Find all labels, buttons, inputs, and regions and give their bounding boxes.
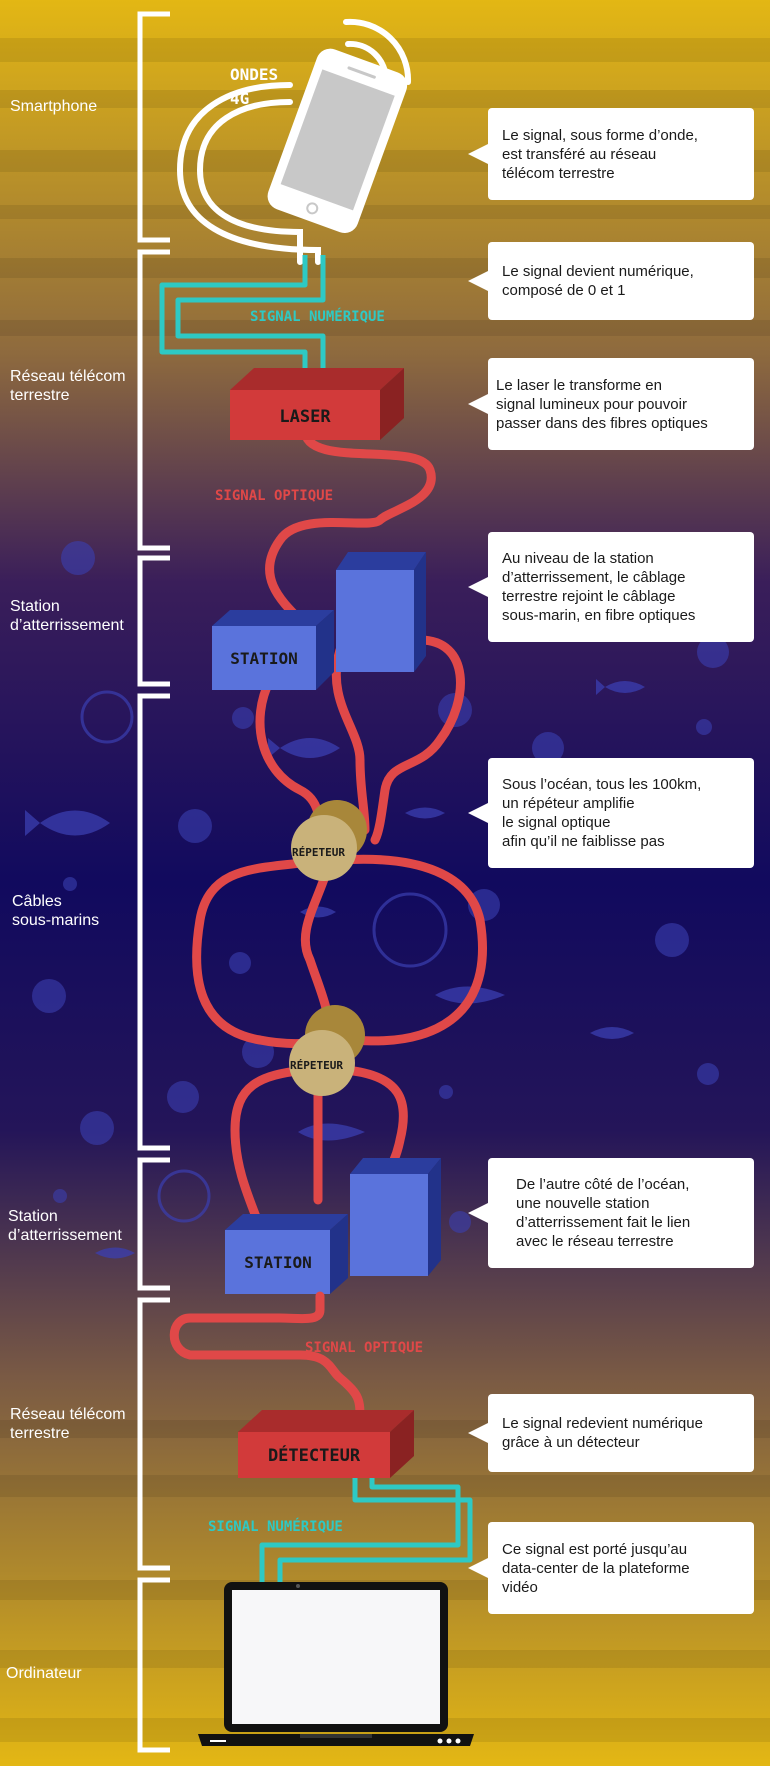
section-bracket [137,11,170,1753]
explanation-bubble-station: Au niveau de la station d’atterrissement… [468,532,754,642]
explanation-bubble-detector: Le signal redevient numérique grâce à un… [468,1394,754,1472]
laptop-icon [198,1582,474,1746]
digital-signal-label-top: SIGNAL NUMÉRIQUE [250,308,385,325]
waves-label-line1: ONDES [230,65,278,84]
laser-box [230,368,404,440]
section-label-landing-station-bottom: Station d’atterrissement [8,1208,122,1244]
digital-signal-cable-top [159,255,326,400]
smartphone-icon [267,48,408,234]
digital-signal-cable-bottom [259,1478,473,1588]
station-top [212,552,426,690]
repeater-2-label: RÉPETEUR [290,1059,343,1072]
explanation-bubble-laser: Le laser le transforme en signal lumineu… [468,358,754,450]
detector-box [238,1410,414,1478]
section-label-submarine-cables: Câbles sous-marins [12,893,100,929]
section-label-smartphone: Smartphone [10,98,98,115]
section-label-landing-station-top: Station d’atterrissement [10,598,124,634]
explanation-bubble-repeater: Sous l’océan, tous les 100km, un répéteu… [468,758,754,868]
section-label-terrestrial-network-bottom: Réseau télécom terrestre [10,1406,126,1442]
repeater-1 [291,800,367,881]
explanation-bubble-other-station: De l’autre côté de l’océan, une nouvelle… [468,1158,754,1268]
station-bottom [225,1158,441,1294]
optical-cable-bottom [169,1291,365,1425]
optical-signal-label-bottom: SIGNAL OPTIQUE [305,1340,423,1356]
explanation-bubble-waves: Le signal, sous forme d’onde, est transf… [468,108,754,200]
waves-label-line2: 4G [230,89,249,108]
station-bottom-label: STATION [244,1253,311,1272]
digital-signal-label-bottom: SIGNAL NUMÉRIQUE [208,1518,343,1535]
repeater-2 [289,1005,365,1096]
section-label-terrestrial-network-top: Réseau télécom terrestre [10,368,126,404]
optical-signal-label-top: SIGNAL OPTIQUE [215,488,333,504]
station-top-label: STATION [230,649,297,668]
ring-decoration [80,690,448,1223]
laser-label: LASER [279,407,331,427]
detector-label: DÉTECTEUR [268,1444,361,1466]
repeater-1-label: RÉPETEUR [292,846,345,859]
section-label-computer: Ordinateur [6,1665,82,1682]
explanation-bubble-datacenter: Ce signal est porté jusqu’au data-center… [468,1522,754,1614]
explanation-bubble-digital: Le signal devient numérique, composé de … [468,242,754,320]
